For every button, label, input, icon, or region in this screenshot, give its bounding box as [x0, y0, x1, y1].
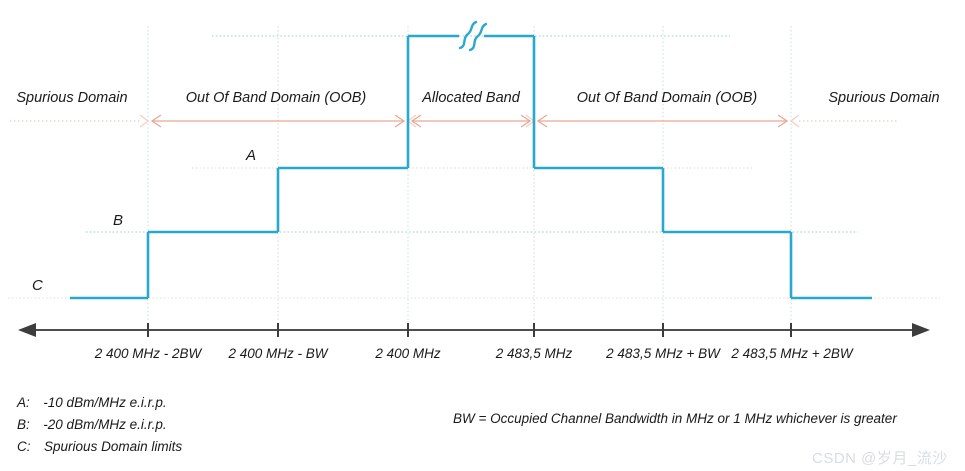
arrowhead-spurious-right — [790, 114, 800, 128]
legend-text-b: -20 dBm/MHz e.i.r.p. — [43, 417, 167, 432]
csdn-watermark: CSDN @岁月_流沙 — [812, 450, 948, 467]
legend-item-b: B: -20 dBm/MHz e.i.r.p. — [17, 418, 167, 432]
frequency-axis — [18, 323, 930, 337]
scale-break-icon — [458, 20, 488, 52]
legend-text-a: -10 dBm/MHz e.i.r.p. — [43, 395, 167, 410]
arrowhead-allocated-start — [410, 114, 422, 128]
level-label-a: A — [246, 147, 257, 164]
domain-label-oob-left: Out Of Band Domain (OOB) — [185, 90, 367, 106]
level-label-b: B — [113, 212, 124, 229]
axis-tick-label-2400-minus-2bw: 2 400 MHz - 2BW — [94, 346, 202, 361]
emission-mask-envelope — [70, 34, 872, 300]
arrowhead-oob-left-start — [150, 114, 162, 128]
bandwidth-note: BW = Occupied Channel Bandwidth in MHz o… — [453, 411, 897, 426]
vertical-gridlines — [147, 26, 792, 326]
domain-boundary-rail — [10, 114, 898, 128]
domain-label-spurious-left: Spurious Domain — [16, 90, 128, 106]
legend-text-c: Spurious Domain limits — [44, 439, 183, 454]
axis-tick-label-2400: 2 400 MHz — [375, 346, 441, 361]
legend-key-a: A: — [17, 395, 30, 410]
axis-tick-label-24835-plus-bw: 2 483,5 MHz + BW — [606, 346, 720, 361]
domain-label-allocated-band: Allocated Band — [422, 90, 520, 106]
axis-tick-label-24835: 2 483,5 MHz — [495, 346, 573, 361]
axis-ticks — [147, 323, 792, 337]
scale-break-stroke-1 — [458, 20, 478, 50]
axis-arrowhead-left — [18, 323, 36, 337]
axis-tick-label-24835-plus-2bw: 2 483,5 MHz + 2BW — [731, 346, 853, 361]
scale-break-stroke-2 — [468, 22, 488, 52]
axis-arrowhead-right — [912, 323, 930, 337]
level-label-c: C — [32, 277, 43, 294]
arrowhead-allocated-end — [520, 114, 532, 128]
legend-item-c: C: Spurious Domain limits — [17, 440, 182, 454]
legend-item-a: A: -10 dBm/MHz e.i.r.p. — [17, 396, 167, 410]
legend-key-c: C: — [17, 439, 31, 454]
domain-label-oob-right: Out Of Band Domain (OOB) — [576, 90, 758, 106]
legend-key-b: B: — [17, 417, 30, 432]
arrowhead-oob-right-start — [536, 114, 548, 128]
axis-tick-label-2400-minus-bw: 2 400 MHz - BW — [228, 346, 328, 361]
arrowhead-oob-left-end — [394, 114, 406, 128]
domain-label-spurious-right: Spurious Domain — [828, 90, 940, 106]
arrowhead-oob-right-end — [777, 114, 789, 128]
arrowhead-spurious-left — [139, 114, 149, 128]
